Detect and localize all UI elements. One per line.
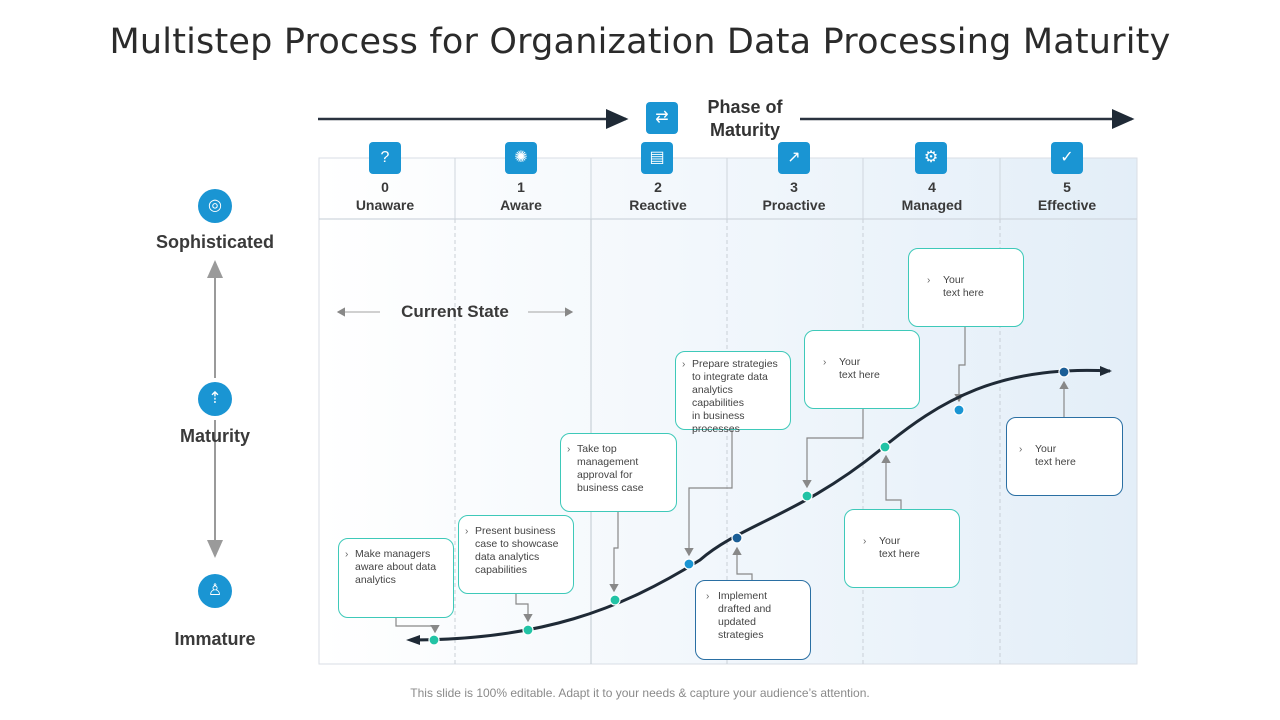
step-text: Your text here: [879, 535, 920, 560]
phase-label: Proactive: [762, 197, 826, 213]
curve-dot: [609, 594, 621, 606]
curve-dot: [522, 624, 534, 636]
curve-dot: [1058, 366, 1070, 378]
step-text: Implement drafted and updated strategies: [718, 590, 772, 641]
step-box-3: › Take top management approval for busin…: [560, 433, 677, 512]
phase-label: Managed: [901, 197, 963, 213]
chevron-right-icon: ›: [823, 357, 827, 368]
connector-7: [881, 454, 902, 510]
confused-people-icon: ?: [369, 142, 401, 174]
chevron-right-icon: ›: [1019, 444, 1023, 455]
step-box-7: › Your text here: [908, 248, 1024, 327]
step-box-1: › Make managers aware about data analyti…: [338, 538, 454, 618]
chevron-right-icon: ›: [567, 444, 571, 455]
step-box-8: › Your text here: [844, 509, 960, 588]
phase-number: 4: [928, 179, 936, 195]
step-text: Make managers aware about data analytics: [355, 548, 437, 586]
level-sophisticated: Sophisticated: [155, 232, 275, 252]
step-text: Your text here: [839, 356, 880, 381]
maturity-curve: [409, 368, 1111, 642]
footer-note: This slide is 100% editable. Adapt it to…: [410, 686, 870, 700]
step-text: Prepare strategies to integrate data ana…: [692, 358, 778, 435]
step-box-9: › Your text here: [1006, 417, 1123, 496]
connector-8: [954, 327, 966, 403]
step-box-5: › Implement drafted and updated strategi…: [695, 580, 811, 660]
growth-chart-icon: ↗: [778, 142, 810, 174]
lightbulb-head-icon: ✺: [505, 142, 537, 174]
phase-label: Aware: [500, 197, 542, 213]
connector-4: [684, 430, 733, 557]
phase-number: 2: [654, 179, 662, 195]
connector-2: [515, 594, 533, 623]
chevron-right-icon: ›: [927, 275, 931, 286]
step-text: Take top management approval for busines…: [577, 443, 644, 494]
dashboard-window-icon: ▤: [641, 142, 673, 174]
phase-label: Unaware: [355, 197, 415, 213]
step-box-2: › Present business case to showcase data…: [458, 515, 574, 594]
money-exchange-icon: ⇄: [646, 102, 678, 134]
person-icon: ♙: [198, 574, 232, 608]
curve-dot: [879, 441, 891, 453]
phase-number: 0: [381, 179, 389, 195]
step-box-4: › Prepare strategies to integrate data a…: [675, 351, 791, 435]
step-text: Your text here: [943, 274, 984, 299]
step-text: Your text here: [1035, 443, 1076, 468]
slide-title: Multistep Process for Organization Data …: [109, 22, 1171, 62]
settings-check-icon: ✓: [1051, 142, 1083, 174]
chevron-right-icon: ›: [863, 536, 867, 547]
gear-icon: ⚙: [915, 142, 947, 174]
phase-number: 1: [517, 179, 525, 195]
chevron-right-icon: ›: [706, 591, 710, 602]
level-immature: Immature: [174, 629, 256, 649]
curve-dot: [953, 404, 965, 416]
phase-number: 3: [790, 179, 798, 195]
step-text: Present business case to showcase data a…: [475, 525, 559, 576]
phase-label: Reactive: [629, 197, 687, 213]
connector-5: [732, 546, 753, 580]
step-box-6: › Your text here: [804, 330, 920, 409]
phase-label: Effective: [1037, 197, 1097, 213]
phase-of-maturity-title: Phase of Maturity: [690, 96, 800, 142]
chevron-right-icon: ›: [465, 526, 469, 537]
team-growth-icon: ⇡: [198, 382, 232, 416]
curve-dot: [683, 558, 695, 570]
target-icon: ◎: [198, 189, 232, 223]
connector-6: [802, 409, 864, 489]
current-state-label: Current State: [401, 302, 509, 321]
phase-number: 5: [1063, 179, 1071, 195]
connector-1: [395, 618, 440, 634]
chevron-right-icon: ›: [682, 359, 686, 370]
curve-dot: [428, 634, 440, 646]
connector-3: [609, 512, 619, 593]
level-maturity: Maturity: [179, 426, 250, 446]
curve-dot: [801, 490, 813, 502]
chevron-right-icon: ›: [345, 549, 349, 560]
curve-dot: [731, 532, 743, 544]
